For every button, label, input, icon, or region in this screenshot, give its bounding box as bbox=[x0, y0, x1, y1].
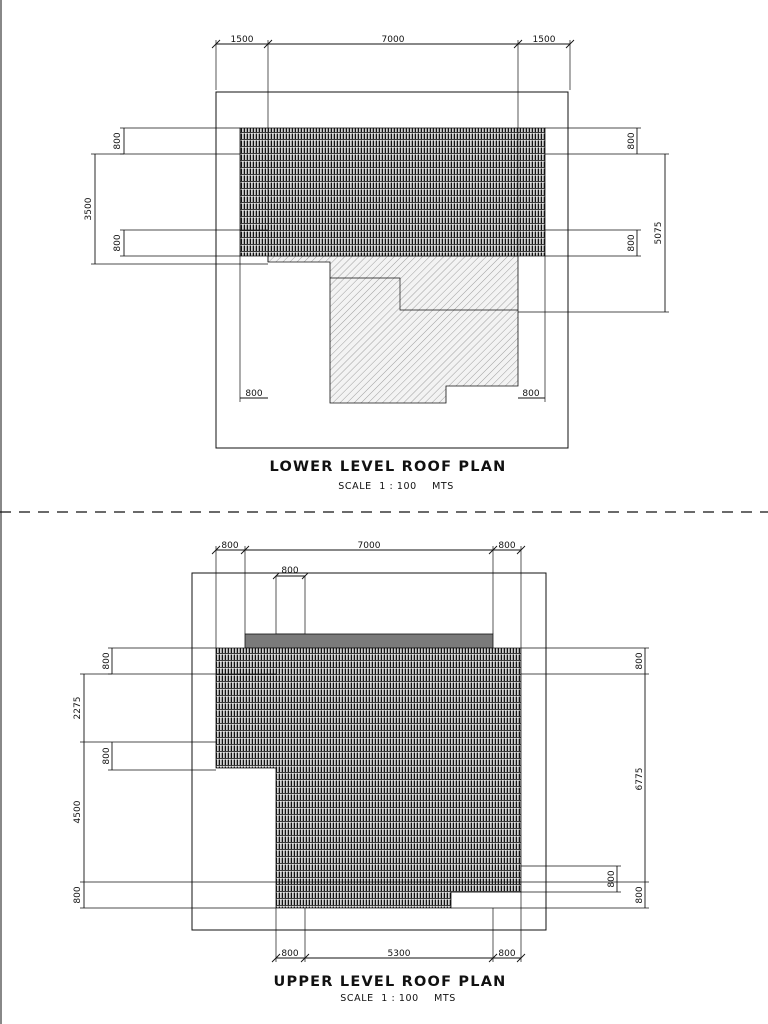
scale-text: SCALE bbox=[340, 993, 373, 1004]
scale-text: 1 : 100 bbox=[379, 481, 417, 492]
dimension-label-right-bottom-800: 800 bbox=[627, 234, 637, 251]
dimension-label-top-left: 1500 bbox=[231, 35, 254, 45]
dimension-label-left-bottom-800: 800 bbox=[113, 234, 123, 251]
upper-left-dimensions: 800 2275 800 4500 800 bbox=[73, 647, 521, 909]
upper-right-dimensions: 800 6775 800 800 bbox=[451, 647, 649, 909]
dimension-label-left-800-b: 800 bbox=[102, 747, 112, 764]
dimension-label-bottom-left-800: 800 bbox=[281, 949, 298, 959]
dimension-label-left-2275: 2275 bbox=[73, 697, 83, 720]
upper-tiled-roof bbox=[215, 647, 522, 909]
dimension-label-top-right-800: 800 bbox=[498, 541, 515, 551]
upper-plan-title: UPPER LEVEL ROOF PLAN bbox=[274, 974, 507, 990]
lower-hatched-roof bbox=[267, 255, 519, 404]
lower-plan-title: LOWER LEVEL ROOF PLAN bbox=[270, 459, 507, 475]
dimension-label-right-6775: 6775 bbox=[635, 768, 645, 791]
dimension-label-top-right: 1500 bbox=[533, 35, 556, 45]
dimension-label-bottom-left-800: 800 bbox=[245, 389, 262, 399]
lower-left-dimensions: 800 3500 800 bbox=[84, 127, 268, 265]
dimension-label-right-800-c: 800 bbox=[635, 886, 645, 903]
upper-plan-frame bbox=[191, 572, 547, 931]
lower-plan-frame bbox=[215, 91, 569, 449]
dimension-label-right-5075: 5075 bbox=[654, 222, 664, 245]
dimension-label-right-800-a: 800 bbox=[635, 652, 645, 669]
lower-roof-ridge-line bbox=[330, 277, 518, 311]
upper-bottom-dimensions: 800 5300 800 bbox=[271, 892, 526, 963]
dimension-label-inner-top-800: 800 bbox=[281, 566, 298, 576]
dimension-label-left-4500: 4500 bbox=[73, 800, 83, 823]
scale-text: 1 : 100 bbox=[381, 993, 419, 1004]
dimension-label-left-800-a: 800 bbox=[102, 652, 112, 669]
dimension-label-left-top-800: 800 bbox=[113, 132, 123, 149]
scale-text: MTS bbox=[434, 993, 456, 1004]
upper-level-roof-plan: 800 7000 800 800 800 2275 800 4500 bbox=[73, 541, 649, 1004]
lower-level-roof-plan: 1500 7000 1500 800 3500 800 800 bbox=[84, 35, 669, 492]
dimension-label-bottom-right-800: 800 bbox=[522, 389, 539, 399]
lower-top-dimension: 1500 7000 1500 bbox=[211, 35, 575, 262]
dimension-label-top-mid: 7000 bbox=[358, 541, 381, 551]
dimension-label-top-left-800: 800 bbox=[221, 541, 238, 551]
dimension-label-bottom-right-800: 800 bbox=[498, 949, 515, 959]
dimension-label-left-3500: 3500 bbox=[84, 197, 94, 220]
upper-inner-top-dimension: 800 bbox=[272, 566, 309, 580]
lower-bottom-dimensions: 800 800 bbox=[239, 256, 546, 402]
dimension-label-right-top-800: 800 bbox=[627, 132, 637, 149]
lower-tiled-roof bbox=[239, 127, 546, 257]
scale-text: MTS bbox=[432, 481, 454, 492]
dimension-label-left-800-c: 800 bbox=[73, 886, 83, 903]
upper-top-dimension: 800 7000 800 bbox=[211, 541, 526, 648]
upper-plan-scale: SCALE 1 : 100 MTS bbox=[340, 993, 456, 1004]
lower-right-dimensions: 800 800 5075 bbox=[518, 127, 669, 313]
dimension-label-top-mid: 7000 bbox=[382, 35, 405, 45]
lower-plan-scale: SCALE 1 : 100 MTS bbox=[338, 481, 454, 492]
scale-text: SCALE bbox=[338, 481, 371, 492]
upper-ridge-strip bbox=[244, 633, 494, 649]
dimension-label-right-800-b: 800 bbox=[607, 870, 617, 887]
dimension-label-bottom-mid: 5300 bbox=[388, 949, 411, 959]
upper-inner-box bbox=[275, 575, 306, 635]
